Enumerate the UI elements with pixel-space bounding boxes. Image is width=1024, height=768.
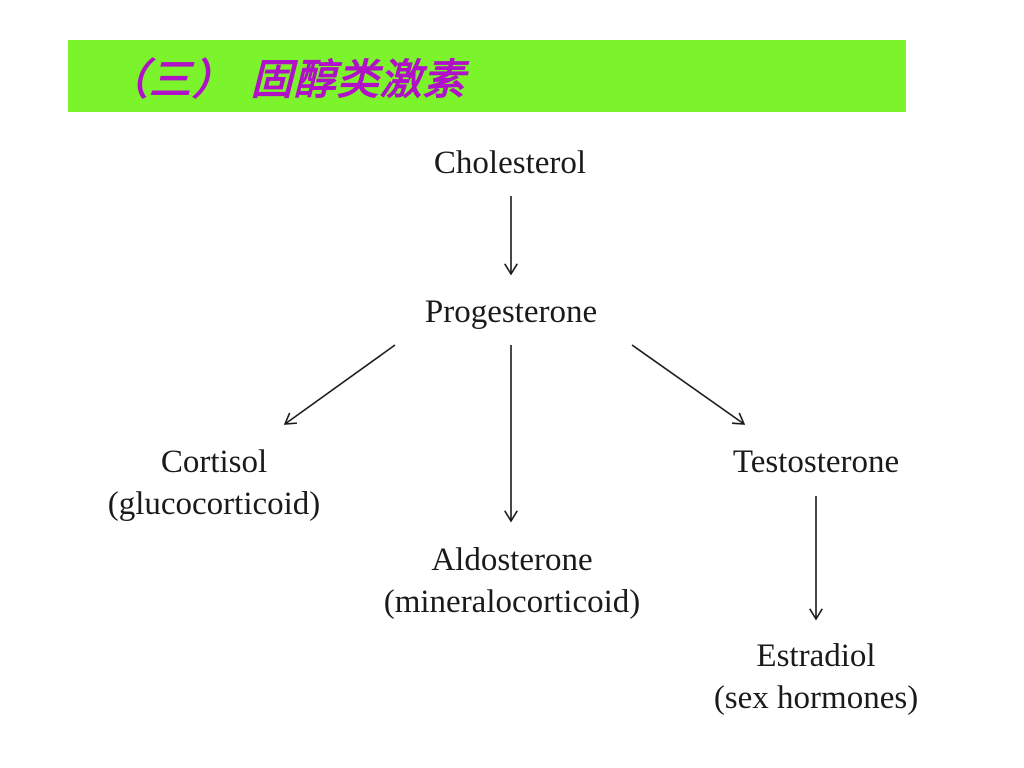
arrow-progesterone-to-testosterone xyxy=(631,344,746,425)
arrowhead xyxy=(283,412,298,425)
arrow-progesterone-to-cortisol xyxy=(283,344,396,425)
arrow-cholesterol-to-progesterone xyxy=(504,196,518,276)
node-estradiol-label: Estradiol xyxy=(756,638,876,674)
arrow-testosterone-to-estradiol xyxy=(809,496,823,621)
node-progesterone: Progesterone xyxy=(425,291,597,333)
node-estradiol: Estradiol (sex hormones) xyxy=(714,635,918,719)
node-cholesterol: Cholesterol xyxy=(434,142,586,184)
node-progesterone-label: Progesterone xyxy=(424,294,598,330)
node-aldosterone-label: Aldosterone xyxy=(431,542,593,578)
node-testosterone: Testosterone xyxy=(733,441,899,483)
node-aldosterone-note: (mineralocorticoid) xyxy=(383,584,641,620)
arrow-progesterone-to-aldosterone xyxy=(504,345,518,523)
arrowhead xyxy=(809,608,823,621)
arrowhead xyxy=(731,412,746,425)
arrowhead xyxy=(504,510,518,523)
title-banner: （三） 固醇类激素 xyxy=(68,40,906,112)
slide-title: （三） 固醇类激素 xyxy=(106,54,466,104)
node-cortisol-label: Cortisol xyxy=(160,444,268,480)
node-testosterone-label: Testosterone xyxy=(732,444,900,480)
node-cortisol-note: (glucocorticoid) xyxy=(107,486,321,522)
node-cholesterol-label: Cholesterol xyxy=(433,145,587,181)
node-aldosterone: Aldosterone (mineralocorticoid) xyxy=(384,539,641,623)
node-cortisol: Cortisol (glucocorticoid) xyxy=(108,441,321,525)
node-estradiol-note: (sex hormones) xyxy=(713,680,919,716)
arrowhead xyxy=(504,263,518,276)
